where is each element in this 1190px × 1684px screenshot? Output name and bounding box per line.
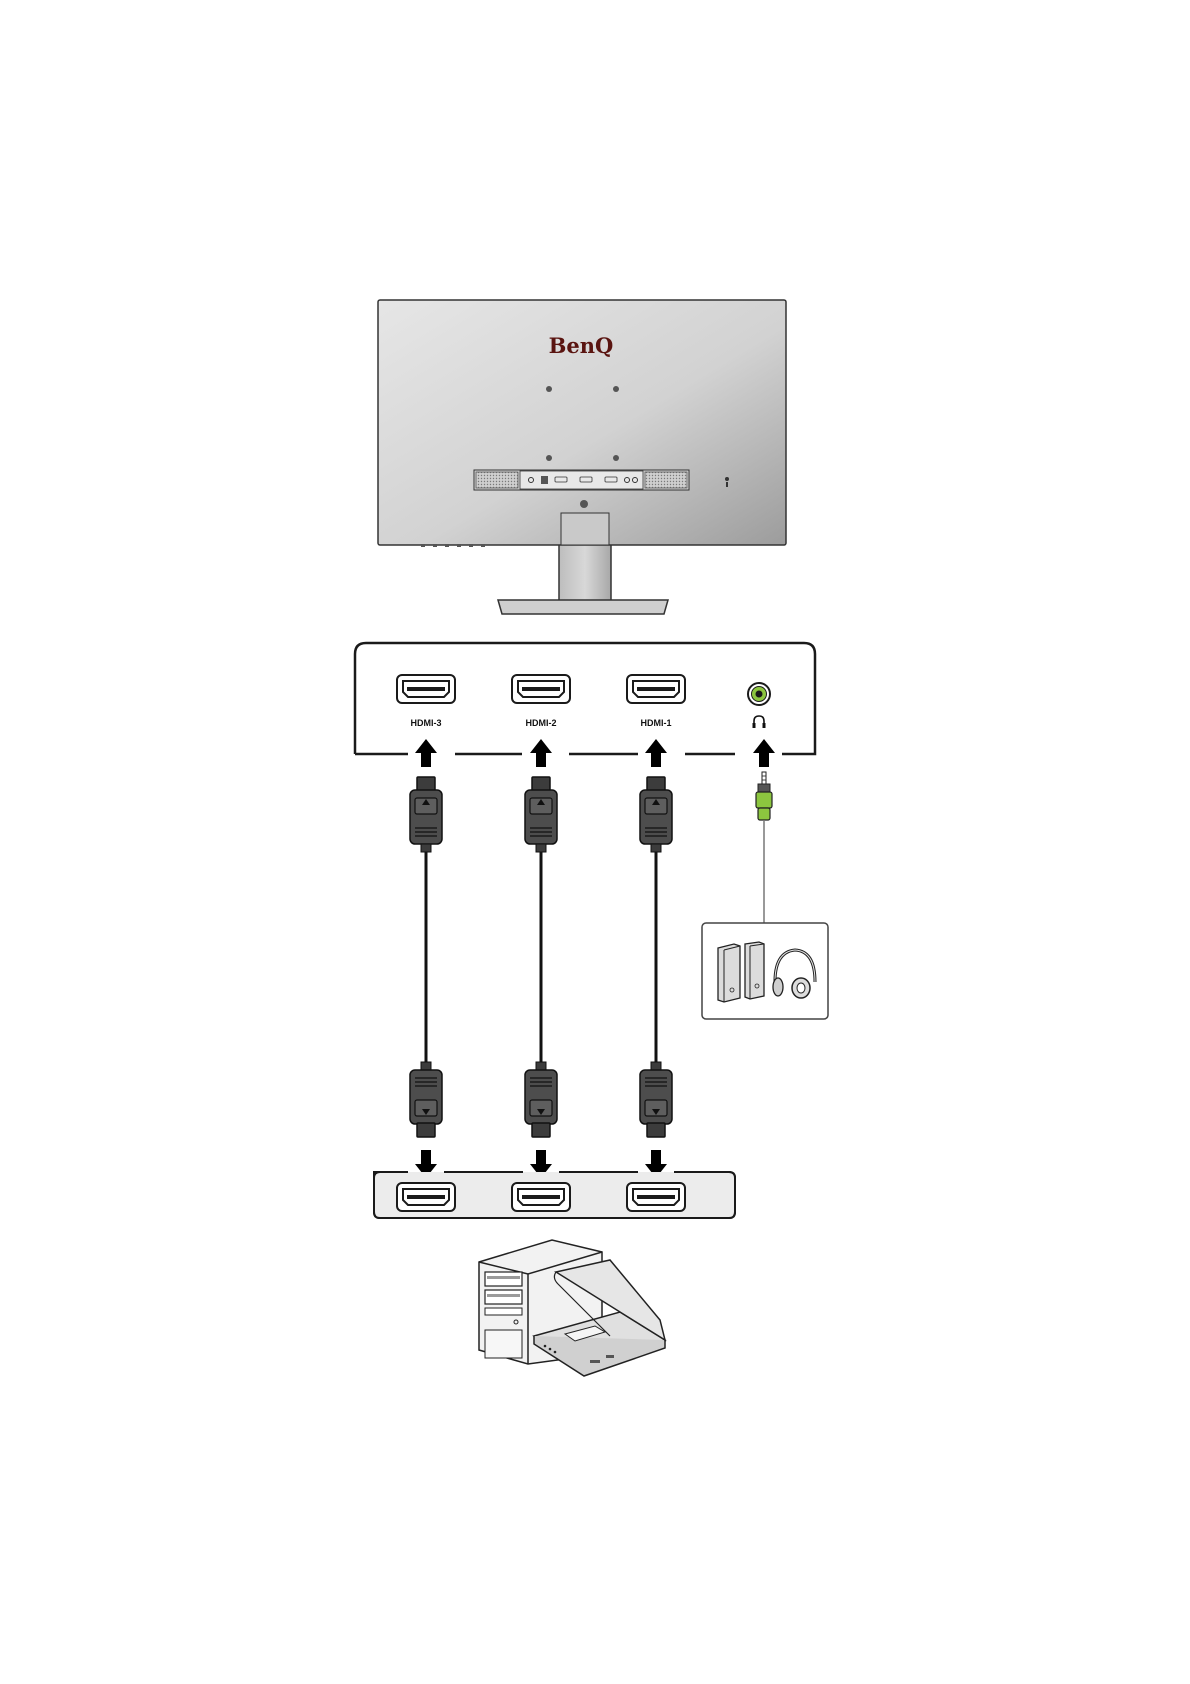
source-hdmi-port-3 [627,1183,685,1211]
monitor-rear-view: BenQ [378,300,786,614]
source-hdmi-port-1 [397,1183,455,1211]
hdmi-2-port-label: HDMI-2 [526,718,557,728]
source-devices [479,1240,665,1376]
hdmi-plug-bottom [525,1062,557,1137]
hdmi-plug-bottom [640,1062,672,1137]
hdmi-3-port-label: HDMI-3 [411,718,442,728]
audio-output-device-box [702,923,828,1019]
headphone-jack-port [748,683,770,705]
hdmi-plug-top [410,777,442,852]
hdmi-plug-bottom [410,1062,442,1137]
port-panel-enlarged: HDMI-3 HDMI-2 HDMI-1 [355,643,815,754]
source-hdmi-port-2 [512,1183,570,1211]
hdmi-cable-3 [640,777,672,1137]
hdmi-cable-1 [410,777,442,1137]
brand-logo: BenQ [549,333,614,358]
hdmi-1-port-label: HDMI-1 [641,718,672,728]
monitor-stand-base [498,600,668,614]
hdmi-plug-top [640,777,672,852]
hdmi-plug-top [525,777,557,852]
source-port-panel [374,1172,735,1218]
hdmi-cable-2 [525,777,557,1137]
rear-io-strip [474,470,689,490]
hdmi-2-port [512,675,570,703]
hdmi-3-port [397,675,455,703]
hdmi-1-port [627,675,685,703]
audio-cable [756,772,772,925]
